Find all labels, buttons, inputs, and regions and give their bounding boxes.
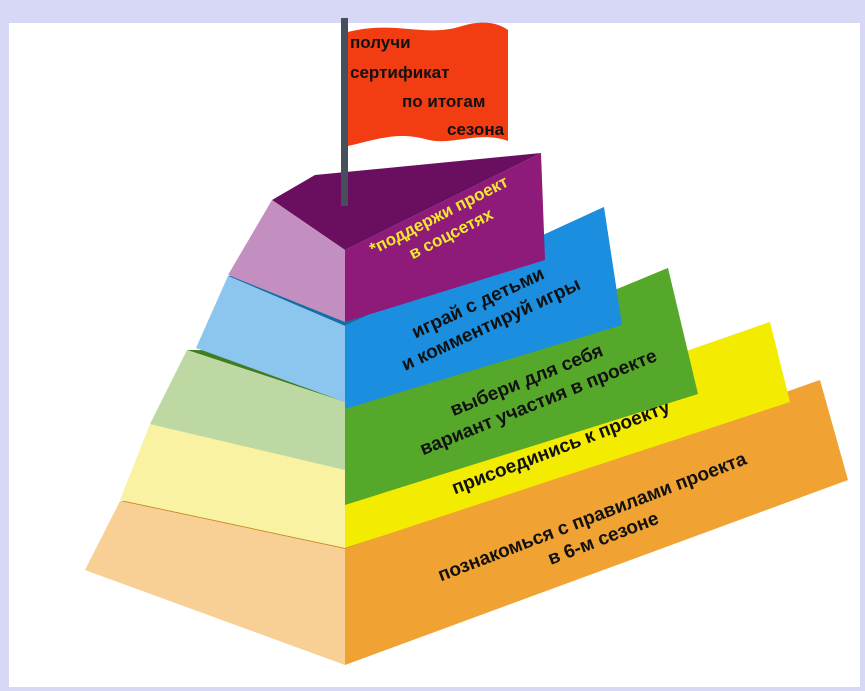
certificate-flag: получи сертификат по итогам сезона (341, 18, 508, 206)
level-2-side (196, 276, 345, 402)
flag-cloth (348, 22, 508, 147)
level-4-side (120, 424, 345, 548)
flag-label-line-3: по итогам (402, 92, 485, 111)
flag-label-line-4: сезона (447, 120, 505, 139)
flag-label: получи сертификат по итогам сезона (350, 33, 505, 139)
level-1-front (345, 153, 545, 322)
level-1-top (272, 153, 541, 250)
level-5-front (345, 380, 848, 665)
level-1-side (228, 200, 345, 322)
flag-label-line-2: сертификат (350, 63, 449, 82)
level-3-side (150, 350, 345, 470)
flag-pole (341, 18, 348, 206)
pyramid-level-1: *поддержи проект в соцсетях (228, 153, 545, 322)
level-2-front (345, 207, 622, 409)
level-5-side (85, 501, 345, 665)
flag-label-line-1: получи (350, 33, 411, 52)
